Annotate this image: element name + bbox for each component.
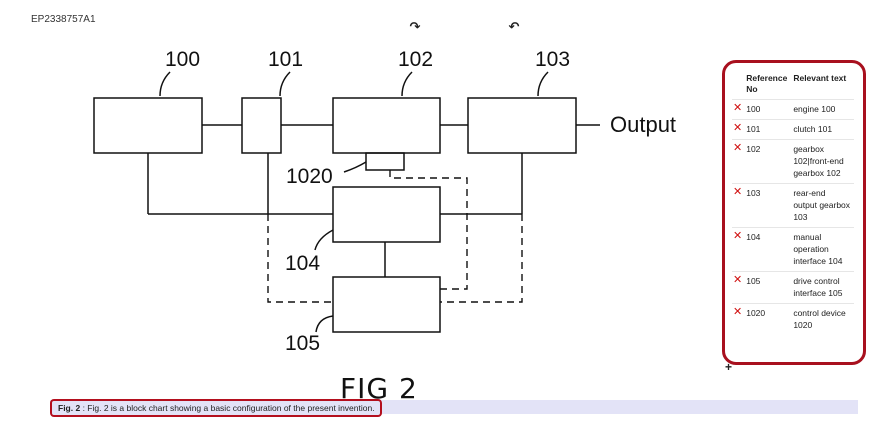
block-105 [332,276,441,333]
table-row: ✕ 104 manual operation interface 104 [732,227,855,272]
reference-panel: Reference No Relevant text ✕ 100 engine … [722,60,866,365]
block-1020 [365,152,405,171]
reference-number: 104 [743,227,791,272]
relevant-text: engine 100 [790,99,855,120]
relevant-text: gearbox 102|front-end gearbox 102 [790,139,855,184]
label-105: 105 [285,332,320,355]
reference-number: 1020 [743,303,791,335]
document-id: EP2338757A1 [31,14,96,25]
table-row: ✕ 102 gearbox 102|front-end gearbox 102 [732,139,855,184]
remove-icon[interactable]: ✕ [732,271,744,304]
label-output: Output [610,112,676,137]
relevant-text: control device 1020 [790,303,855,335]
remove-icon[interactable]: ✕ [732,119,744,140]
caption-text: : Fig. 2 is a block chart showing a basi… [80,403,375,413]
header-relevant-text: Relevant text [793,73,847,83]
relevant-text: drive control interface 105 [790,271,855,304]
reference-number: 102 [743,139,791,184]
reference-number: 105 [743,271,791,304]
rotate-left-icon[interactable]: ↶ [508,20,520,35]
block-102 [332,97,441,154]
relevant-text: clutch 101 [790,119,855,140]
table-row: ✕ 101 clutch 101 [732,119,855,140]
reference-number: 100 [743,99,791,120]
table-row: ✕ 105 drive control interface 105 [732,271,855,304]
remove-icon[interactable]: ✕ [732,139,744,184]
reference-number: 101 [743,119,791,140]
caption-prefix: Fig. 2 [58,403,81,413]
label-100: 100 [165,48,200,71]
block-diagram: 100 101 102 103 1020 104 105 Output [93,48,676,355]
table-row: ✕ 103 rear-end output gearbox 103 [732,183,855,228]
relevant-text: manual operation interface 104 [790,227,855,272]
rotate-right-icon[interactable]: ↷ [409,20,421,35]
block-100 [93,97,203,154]
remove-icon[interactable]: ✕ [732,99,744,120]
block-103 [467,97,577,154]
reference-table: Reference No Relevant text ✕ 100 engine … [732,71,855,335]
label-102: 102 [398,48,433,71]
table-row: ✕ 100 engine 100 [732,99,855,120]
header-reference-no: Reference No [746,73,788,94]
label-101: 101 [268,48,303,71]
table-row: ✕ 1020 control device 1020 [732,303,855,335]
figure-caption: Fig. 2 : Fig. 2 is a block chart showing… [50,399,382,417]
remove-icon[interactable]: ✕ [732,183,744,228]
remove-icon[interactable]: ✕ [732,227,744,272]
block-104 [332,186,441,243]
block-101 [241,97,282,154]
label-104: 104 [285,252,320,275]
relevant-text: rear-end output gearbox 103 [790,183,855,228]
reference-number: 103 [743,183,791,228]
remove-icon[interactable]: ✕ [732,303,744,335]
add-icon[interactable]: + [725,360,733,374]
label-103: 103 [535,48,570,71]
label-1020: 1020 [286,165,333,188]
